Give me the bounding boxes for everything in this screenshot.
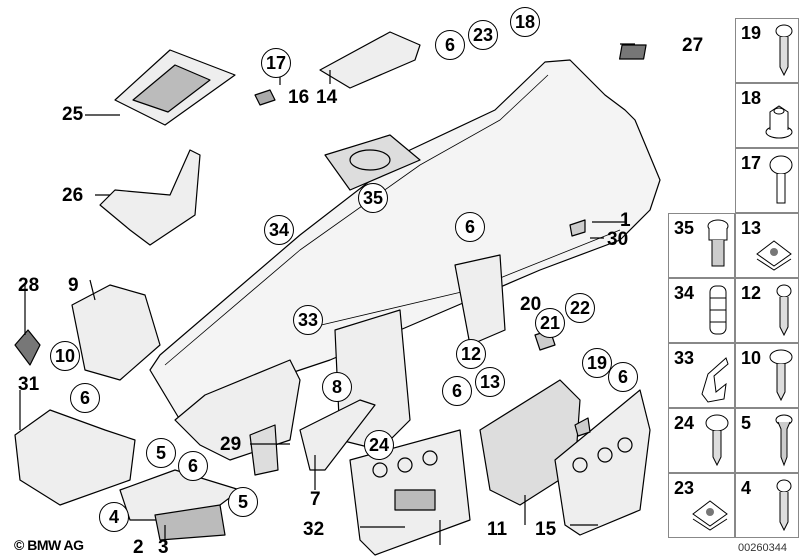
circled-label-8: 8 <box>322 372 352 402</box>
part-label-25: 25 <box>62 104 84 125</box>
circled-label-34: 34 <box>264 215 294 245</box>
screw-icon <box>776 479 792 532</box>
copyright-notice: © BMW AG <box>14 537 84 553</box>
circled-label-13: 13 <box>475 367 505 397</box>
spring-clip-icon <box>701 357 729 403</box>
circled-label-5: 5 <box>146 438 176 468</box>
circled-label-5: 5 <box>228 487 258 517</box>
circled-label-6: 6 <box>178 451 208 481</box>
legend-part-number: 17 <box>741 153 762 173</box>
legend-part-number: 10 <box>741 348 762 368</box>
circled-label-18: 18 <box>510 7 540 37</box>
legend-part-number: 23 <box>674 478 695 498</box>
legend-part-number: 5 <box>741 413 752 433</box>
legend-cell: 4 <box>735 473 799 538</box>
bracket-9 <box>71 284 161 381</box>
part-label-3: 3 <box>158 537 169 558</box>
screw-icon <box>775 24 793 77</box>
legend-cell: 10 <box>735 343 799 408</box>
legend-part-number: 12 <box>741 283 762 303</box>
circled-label-4: 4 <box>99 502 129 532</box>
trim-7 <box>299 399 376 471</box>
part-label-30: 30 <box>607 229 629 250</box>
expanding-nut-icon <box>709 285 727 335</box>
circled-label-6: 6 <box>435 30 465 60</box>
panel-15 <box>554 389 651 536</box>
legend-cell: 17 <box>735 148 799 213</box>
part-label-28: 28 <box>18 275 40 296</box>
circled-label-24: 24 <box>364 430 394 460</box>
legend-cell: 34 <box>668 278 735 343</box>
clip-nut-icon <box>692 500 728 531</box>
legend-part-number: 4 <box>741 478 752 498</box>
legend-part-number: 19 <box>741 23 762 43</box>
expanding-rivet-icon <box>707 219 729 267</box>
part-label-11: 11 <box>487 519 508 540</box>
legend-cell: 12 <box>735 278 799 343</box>
part-label-31: 31 <box>18 374 40 395</box>
circled-label-10: 10 <box>50 341 80 371</box>
circled-label-22: 22 <box>565 293 595 323</box>
clip-nut-icon <box>756 240 792 271</box>
part-label-2: 2 <box>133 537 144 558</box>
screw-icon <box>705 414 729 467</box>
legend-part-number: 13 <box>741 218 762 238</box>
legend-part-number: 34 <box>674 283 695 303</box>
circled-label-17: 17 <box>261 48 291 78</box>
part-label-29: 29 <box>220 434 242 455</box>
part-label-27: 27 <box>682 35 704 56</box>
legend-cell: 18 <box>735 83 799 148</box>
glovebox-31 <box>14 409 136 506</box>
legend-cell: 24 <box>668 408 735 473</box>
circled-label-6: 6 <box>608 362 638 392</box>
legend-cell: 33 <box>668 343 735 408</box>
circled-label-19: 19 <box>582 348 612 378</box>
circled-label-6: 6 <box>455 212 485 242</box>
part-label-15: 15 <box>535 519 557 540</box>
circled-label-6: 6 <box>70 383 100 413</box>
screw-icon <box>776 284 792 337</box>
part-label-7: 7 <box>310 489 321 510</box>
legend-part-number: 33 <box>674 348 695 368</box>
circled-label-21: 21 <box>535 308 565 338</box>
legend-cell: 35 <box>668 213 735 278</box>
circled-label-6: 6 <box>442 376 472 406</box>
bracket-26 <box>99 149 201 246</box>
image-number: 00260344 <box>738 542 787 554</box>
part-label-14: 14 <box>316 87 338 108</box>
part-label-20: 20 <box>520 294 542 315</box>
circled-label-35: 35 <box>358 183 388 213</box>
legend-part-number: 35 <box>674 218 695 238</box>
part-label-1: 1 <box>620 210 631 231</box>
part-label-16: 16 <box>288 87 310 108</box>
legend-cell: 5 <box>735 408 799 473</box>
legend-part-number: 24 <box>674 413 695 433</box>
legend-cell: 19 <box>735 18 799 83</box>
bolt-icon <box>769 155 793 204</box>
legend-cell: 23 <box>668 473 735 538</box>
screw-icon <box>769 349 793 402</box>
lid-14 <box>319 31 421 89</box>
circled-label-12: 12 <box>456 339 486 369</box>
part-label-9: 9 <box>68 275 79 296</box>
part-label-26: 26 <box>62 185 84 206</box>
circled-label-23: 23 <box>468 20 498 50</box>
filter-3 <box>154 504 226 541</box>
countersunk-screw-icon <box>775 414 793 467</box>
legend-part-number: 18 <box>741 88 762 108</box>
legend-cell: 13 <box>735 213 799 278</box>
flange-nut-icon <box>765 105 793 139</box>
part-label-32: 32 <box>303 519 325 540</box>
circled-label-33: 33 <box>293 305 323 335</box>
